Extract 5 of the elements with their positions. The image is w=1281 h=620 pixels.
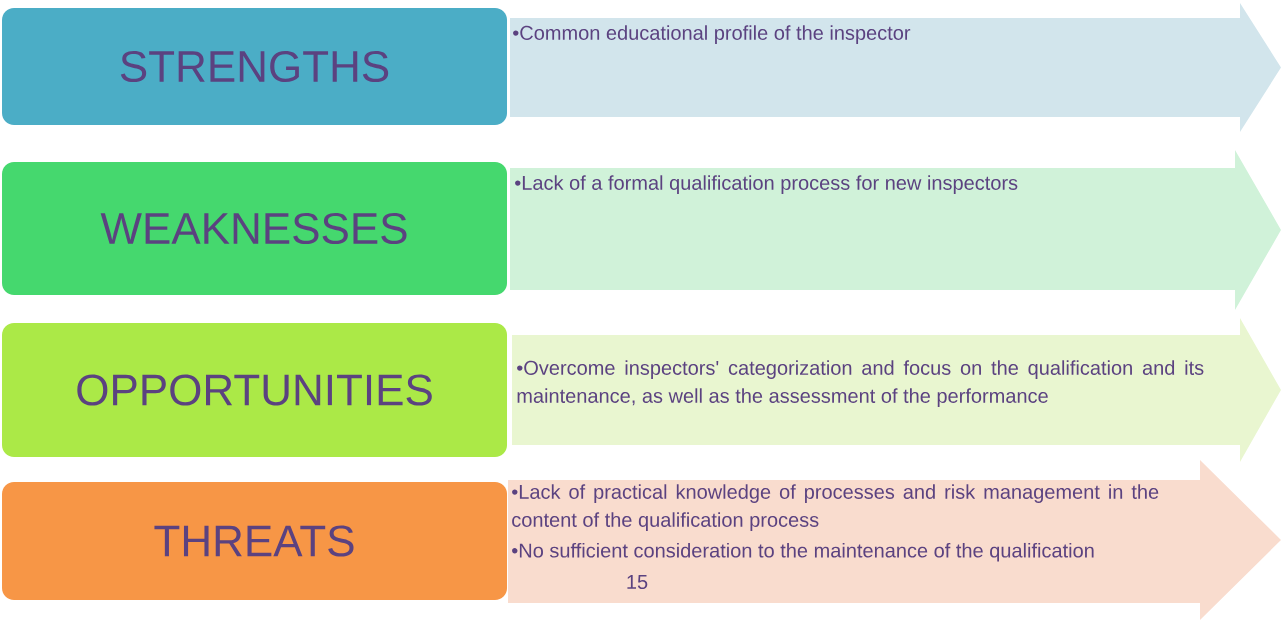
- page-number: 15: [627, 575, 648, 589]
- heading-box: THREATS: [2, 482, 507, 600]
- heading-box: STRENGTHS: [2, 8, 507, 125]
- heading-box: OPPORTUNITIES: [2, 323, 507, 457]
- heading-box: WEAKNESSES: [2, 162, 507, 295]
